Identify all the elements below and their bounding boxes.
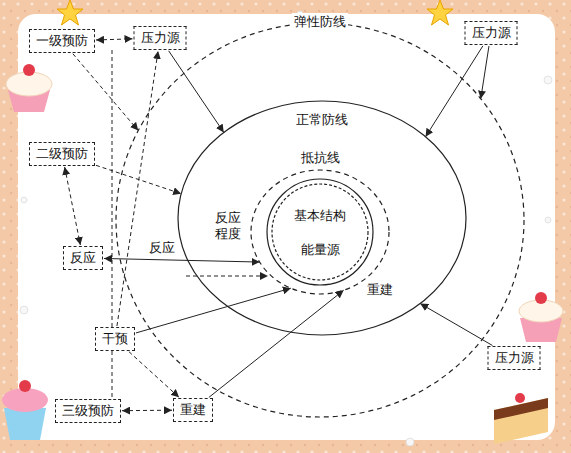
box-text: 压力源 [141, 30, 180, 45]
ellipse-outline [266, 178, 374, 286]
connector-arrow [96, 39, 133, 40]
star [57, 0, 453, 25]
connector-arrow [65, 167, 81, 245]
ellipse-text: 基本结构 [292, 207, 348, 225]
prevention-box: 二级预防 [29, 142, 95, 166]
ellipse-text: 抵抗线 [299, 149, 342, 167]
connector-arrow [122, 410, 172, 411]
box-text: 压力源 [472, 25, 511, 40]
box-text: 重建 [180, 402, 206, 417]
ellipse-text: 能量源 [299, 241, 342, 259]
text-label: 重建 [367, 282, 393, 298]
stressor-box: 压力源 [488, 346, 541, 370]
box-text: 压力源 [495, 350, 534, 365]
box-text: 反应 [70, 250, 96, 265]
prevention-box: 三级预防 [55, 399, 121, 423]
pearls [20, 11, 552, 446]
intervention-box: 干预 [95, 327, 135, 351]
resistance-line-ellipse: 抵抗线基本结构能量源 [250, 169, 390, 295]
connector-arrow [117, 51, 158, 326]
connector-arrow [104, 258, 260, 262]
box-text: 一级预防 [36, 33, 88, 48]
text-label: 反应 程度 [214, 210, 242, 241]
cupcake [2, 64, 563, 444]
box-text: 二级预防 [36, 146, 88, 161]
leader-lines [112, 50, 268, 399]
edge-label: 反应 [147, 240, 177, 256]
connector-arrow [73, 54, 138, 131]
reaction-box: 反应 [63, 246, 103, 270]
flexible-line-ellipse: 弹性防线正常防线抵抗线基本结构能量源 [115, 22, 525, 418]
stressor-box: 压力源 [134, 26, 187, 50]
stressor-box: 压力源 [465, 21, 518, 45]
connector-arrow [129, 352, 179, 398]
connector-arrow [209, 290, 344, 397]
connector-arrow [481, 46, 489, 99]
white-panel [18, 14, 555, 440]
ellipse-text: 正常防线 [294, 111, 350, 129]
core-circle: 基本结构能量源 [266, 178, 374, 286]
connector-arrow [420, 304, 492, 346]
box-text: 三级预防 [62, 403, 114, 418]
box-text: 干预 [102, 331, 128, 346]
ellipse-text: 弹性防线 [292, 13, 348, 31]
reconstitution-box: 重建 [173, 398, 213, 422]
prevention-box: 一级预防 [29, 29, 95, 53]
